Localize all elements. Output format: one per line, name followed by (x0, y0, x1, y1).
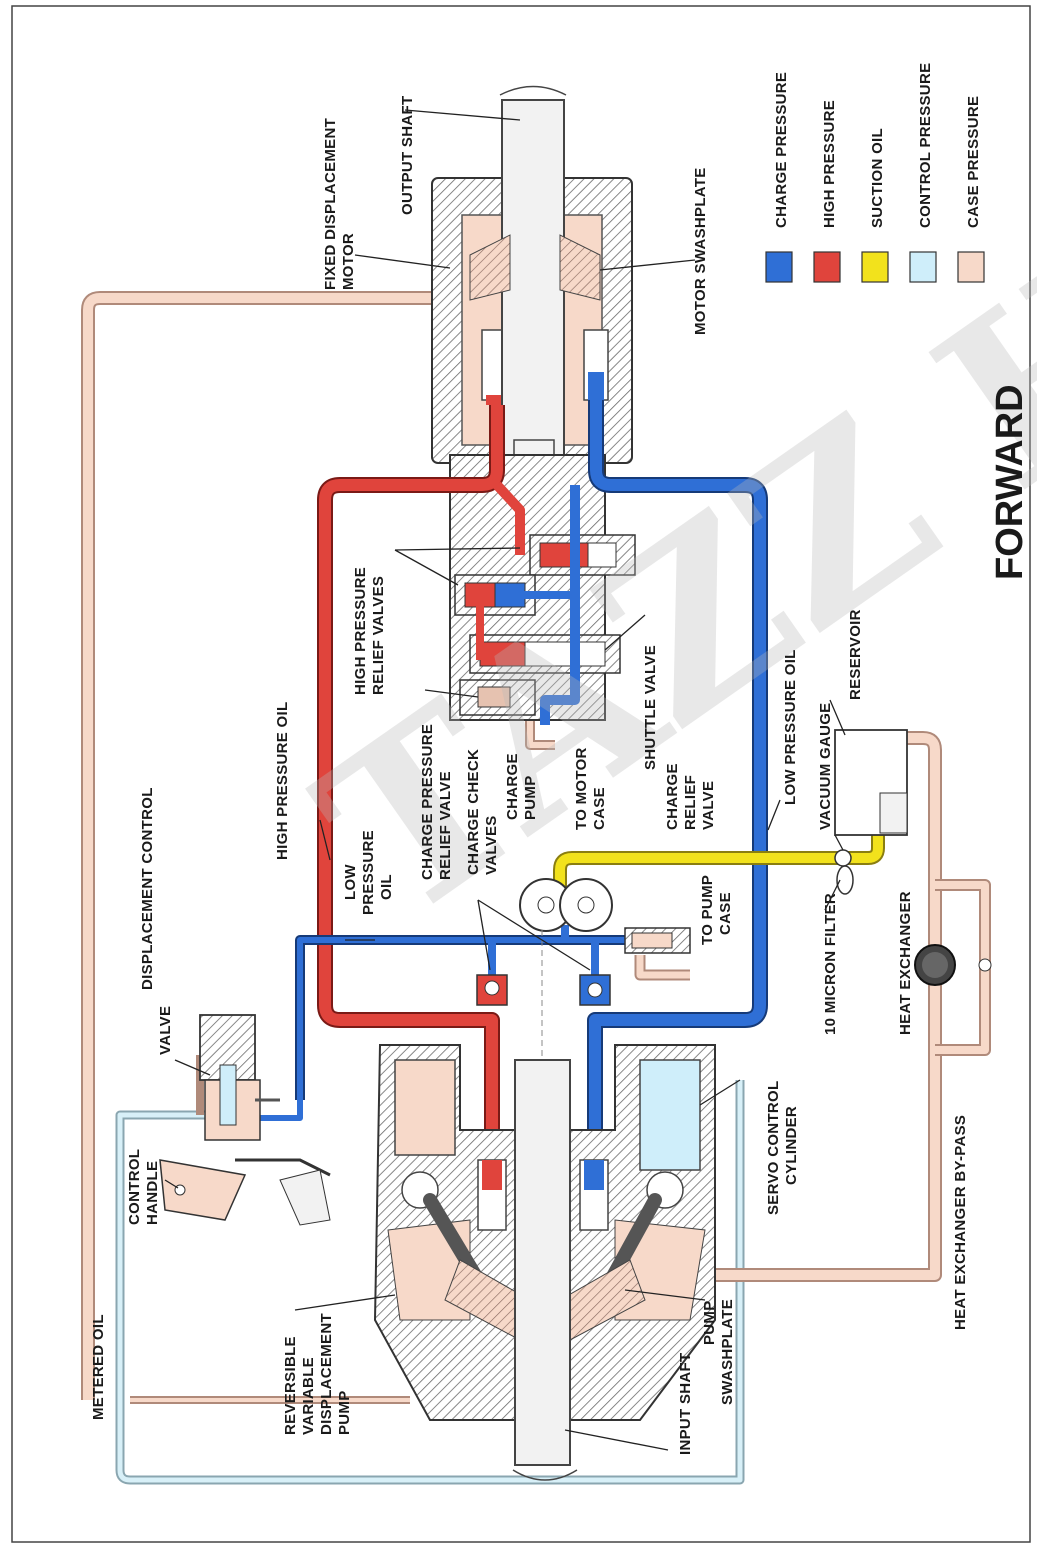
output-shaft (501, 99, 565, 461)
charge-pressure-loop (260, 400, 768, 1160)
charge-pump (519, 878, 613, 932)
label-fixed-motor: FIXED DISPLACEMENT (322, 118, 339, 290)
vacuum-gauge (834, 849, 852, 867)
label-charge-pressure-relief: CHARGE PRESSURE (419, 724, 436, 880)
label-low-pressure-oil-a-line3: OIL (378, 874, 395, 900)
micron-filter (836, 865, 854, 895)
reversible-variable-displacement-pump (373, 930, 716, 1481)
label-heat-exchanger: HEAT EXCHANGER (897, 891, 914, 1035)
label-charge-relief-valve-line2: RELIEF (682, 775, 699, 830)
label-low-pressure-oil: LOW PRESSURE OIL (782, 649, 799, 805)
label-input-shaft: INPUT SHAFT (677, 1353, 694, 1455)
heat-exchanger (914, 944, 992, 986)
high-pressure-loop (317, 405, 525, 1160)
label-low-pressure-oil-a-line2: PRESSURE (360, 830, 377, 915)
label-shuttle-valve: SHUTTLE VALVE (642, 645, 659, 770)
label-reversible-pump-line2: VARIABLE (300, 1357, 317, 1435)
label-pump-swashplate-line2: SWASHPLATE (719, 1299, 736, 1405)
legend: CHARGE PRESSURE HIGH PRESSURE SUCTION OIL C… (765, 63, 985, 283)
label-charge-check-valves-line2: VALVES (483, 815, 500, 875)
shuttle-valve (524, 641, 606, 667)
label-high-pressure-oil: HIGH PRESSURE OIL (274, 702, 291, 860)
diagram-labels: OUTPUT SHAFT FIXED DISPLACEMENT MOTOR MO… (90, 96, 1031, 1455)
label-control-handle-line2: HANDLE (144, 1161, 161, 1225)
label-to-pump-case-line2: CASE (717, 892, 734, 935)
legend-swatch (909, 251, 937, 283)
control-handle (159, 1158, 331, 1226)
frame-border (11, 5, 1031, 1543)
label-charge-pump: CHARGE (504, 753, 521, 820)
label-hp-relief: HIGH PRESSURE (352, 567, 369, 695)
label-motor-swashplate: MOTOR SWASHPLATE (692, 167, 709, 335)
label-metered-oil: METERED OIL (90, 1314, 107, 1420)
legend-swatch (957, 251, 985, 283)
legend-swatch (765, 251, 793, 283)
fixed-displacement-motor (431, 85, 633, 464)
label-servo-control-cylinder: SERVO CONTROL (765, 1081, 782, 1215)
legend-label: CASE PRESSURE (965, 96, 982, 228)
legend-label: HIGH PRESSURE (821, 100, 838, 228)
label-reversible-pump-line4: PUMP (336, 1390, 353, 1435)
label-reversible-pump-line3: DISPLACEMENT (318, 1313, 335, 1435)
label-reservoir: RESERVOIR (847, 609, 864, 700)
page-title-forward: FORWARD (989, 384, 1031, 580)
input-shaft (514, 1059, 571, 1466)
label-low-pressure-oil-a: LOW (342, 864, 359, 900)
servo-control-cylinder (639, 1059, 701, 1171)
label-to-motor-case: TO MOTOR (573, 747, 590, 830)
label-fixed-motor-line2: MOTOR (340, 233, 357, 290)
label-micron-filter: 10 MICRON FILTER (822, 893, 839, 1035)
label-displacement-control-valve: DISPLACEMENT CONTROL (139, 787, 156, 990)
legend-label: CHARGE PRESSURE (773, 72, 790, 228)
reservoir (834, 729, 908, 836)
label-to-pump-case: TO PUMP (699, 875, 716, 945)
label-displacement-control-valve-line2: VALVE (157, 1006, 174, 1055)
label-charge-check-valves: CHARGE CHECK (465, 749, 482, 875)
case-pressure-lines (81, 291, 991, 1485)
label-charge-relief-valve-line3: VALVE (700, 781, 717, 830)
label-to-motor-case-line2: CASE (591, 787, 608, 830)
label-heat-exchanger-bypass: HEAT EXCHANGER BY-PASS (952, 1115, 969, 1330)
label-pump-swashplate: PUMP (701, 1300, 718, 1345)
label-output-shaft: OUTPUT SHAFT (399, 96, 416, 215)
legend-label: SUCTION OIL (869, 128, 886, 228)
label-vacuum-gauge: VACUUM GAUGE (817, 703, 834, 831)
label-hp-relief-line2: RELIEF VALVES (370, 576, 387, 695)
label-charge-pump-line2: PUMP (522, 775, 539, 820)
label-charge-pressure-relief-line2: RELIEF VALVE (437, 771, 454, 880)
charge-check-valves (476, 974, 611, 1006)
label-charge-relief-valve: CHARGE (664, 763, 681, 830)
leader-lines (164, 109, 846, 1451)
displacement-control-valve (199, 1014, 280, 1141)
legend-label: CONTROL PRESSURE (917, 63, 934, 228)
legend-swatch (813, 251, 841, 283)
label-control-handle: CONTROL (126, 1149, 143, 1225)
label-servo-control-cylinder-line2: CYLINDER (783, 1106, 800, 1185)
legend-swatch (861, 251, 889, 283)
label-reversible-pump: REVERSIBLE (282, 1336, 299, 1435)
